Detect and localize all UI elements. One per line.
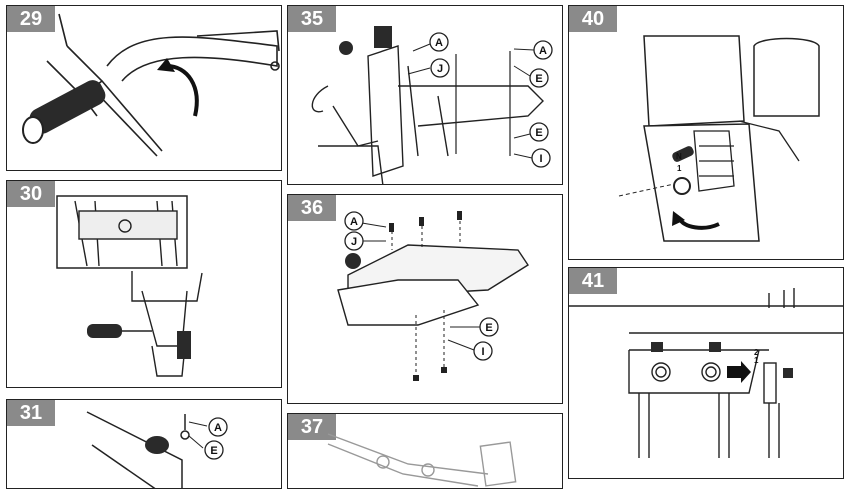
svg-text:I: I [539, 153, 542, 165]
direction-arrow [727, 361, 751, 383]
step-29-panel: 29 [6, 5, 282, 171]
bracket-bolt-illustration: A E [86, 411, 228, 488]
gear-mark-n: N [676, 152, 682, 161]
svg-text:E: E [210, 445, 217, 457]
step-37-panel: 37 [287, 413, 563, 489]
shift-lever-knob [672, 146, 694, 162]
callout-a-1: A [412, 32, 449, 52]
step-number: 36 [288, 195, 336, 221]
svg-text:A: A [214, 422, 222, 434]
svg-text:J: J [437, 63, 443, 75]
svg-text:E: E [535, 127, 542, 139]
cable-clamp-illustration [56, 195, 203, 377]
svg-text:A: A [539, 45, 547, 57]
step-number: 30 [7, 181, 55, 207]
frame-assembly-illustration: A J A E E I [311, 26, 553, 184]
callout-e: E [450, 317, 499, 337]
step-36-panel: 36 A J E [287, 194, 563, 404]
step-31-panel: 31 A E [6, 399, 282, 489]
svg-text:A: A [350, 216, 358, 228]
gear-mark-1: 1 [754, 356, 759, 365]
step-number: 41 [569, 268, 617, 294]
callout-j: J [344, 231, 386, 251]
rotation-arrow [166, 64, 199, 117]
callout-e: E [188, 435, 224, 460]
step-number: 35 [288, 6, 336, 32]
grip-handle [22, 80, 106, 144]
callout-i: I [513, 148, 551, 168]
callout-i: I [447, 339, 493, 361]
step-41-panel: 41 1 2 [568, 267, 844, 479]
callout-a: A [344, 211, 387, 231]
frame-bar-illustration [327, 433, 517, 487]
svg-text:A: A [435, 37, 443, 49]
gear-mark-2: 2 [754, 348, 759, 357]
callout-a-2: A [513, 40, 553, 60]
gear-mark-1: 1 [677, 164, 682, 173]
svg-text:E: E [485, 322, 492, 334]
svg-text:J: J [351, 236, 357, 248]
step-number: 40 [569, 6, 617, 32]
callout-a: A [188, 417, 228, 437]
svg-text:I: I [481, 346, 484, 358]
step-35-panel: 35 A J A [287, 5, 563, 185]
callout-e-2: E [513, 122, 549, 142]
callout-j: J [407, 58, 450, 78]
svg-text:E: E [535, 73, 542, 85]
handlebar-lever-illustration [22, 13, 280, 157]
lever-grip [87, 324, 122, 338]
step-30-panel: 30 [6, 180, 282, 388]
tray-mounting-illustration: A J E I [337, 211, 529, 381]
step-number: 31 [7, 400, 55, 426]
step-number: 37 [288, 414, 336, 440]
step-40-panel: 40 N 1 [568, 5, 844, 260]
callout-e-1: E [513, 65, 549, 88]
gear-shift-illustration: N 1 [618, 35, 820, 242]
step-number: 29 [7, 6, 55, 32]
gear-lever-position-illustration: 1 2 [569, 288, 843, 458]
